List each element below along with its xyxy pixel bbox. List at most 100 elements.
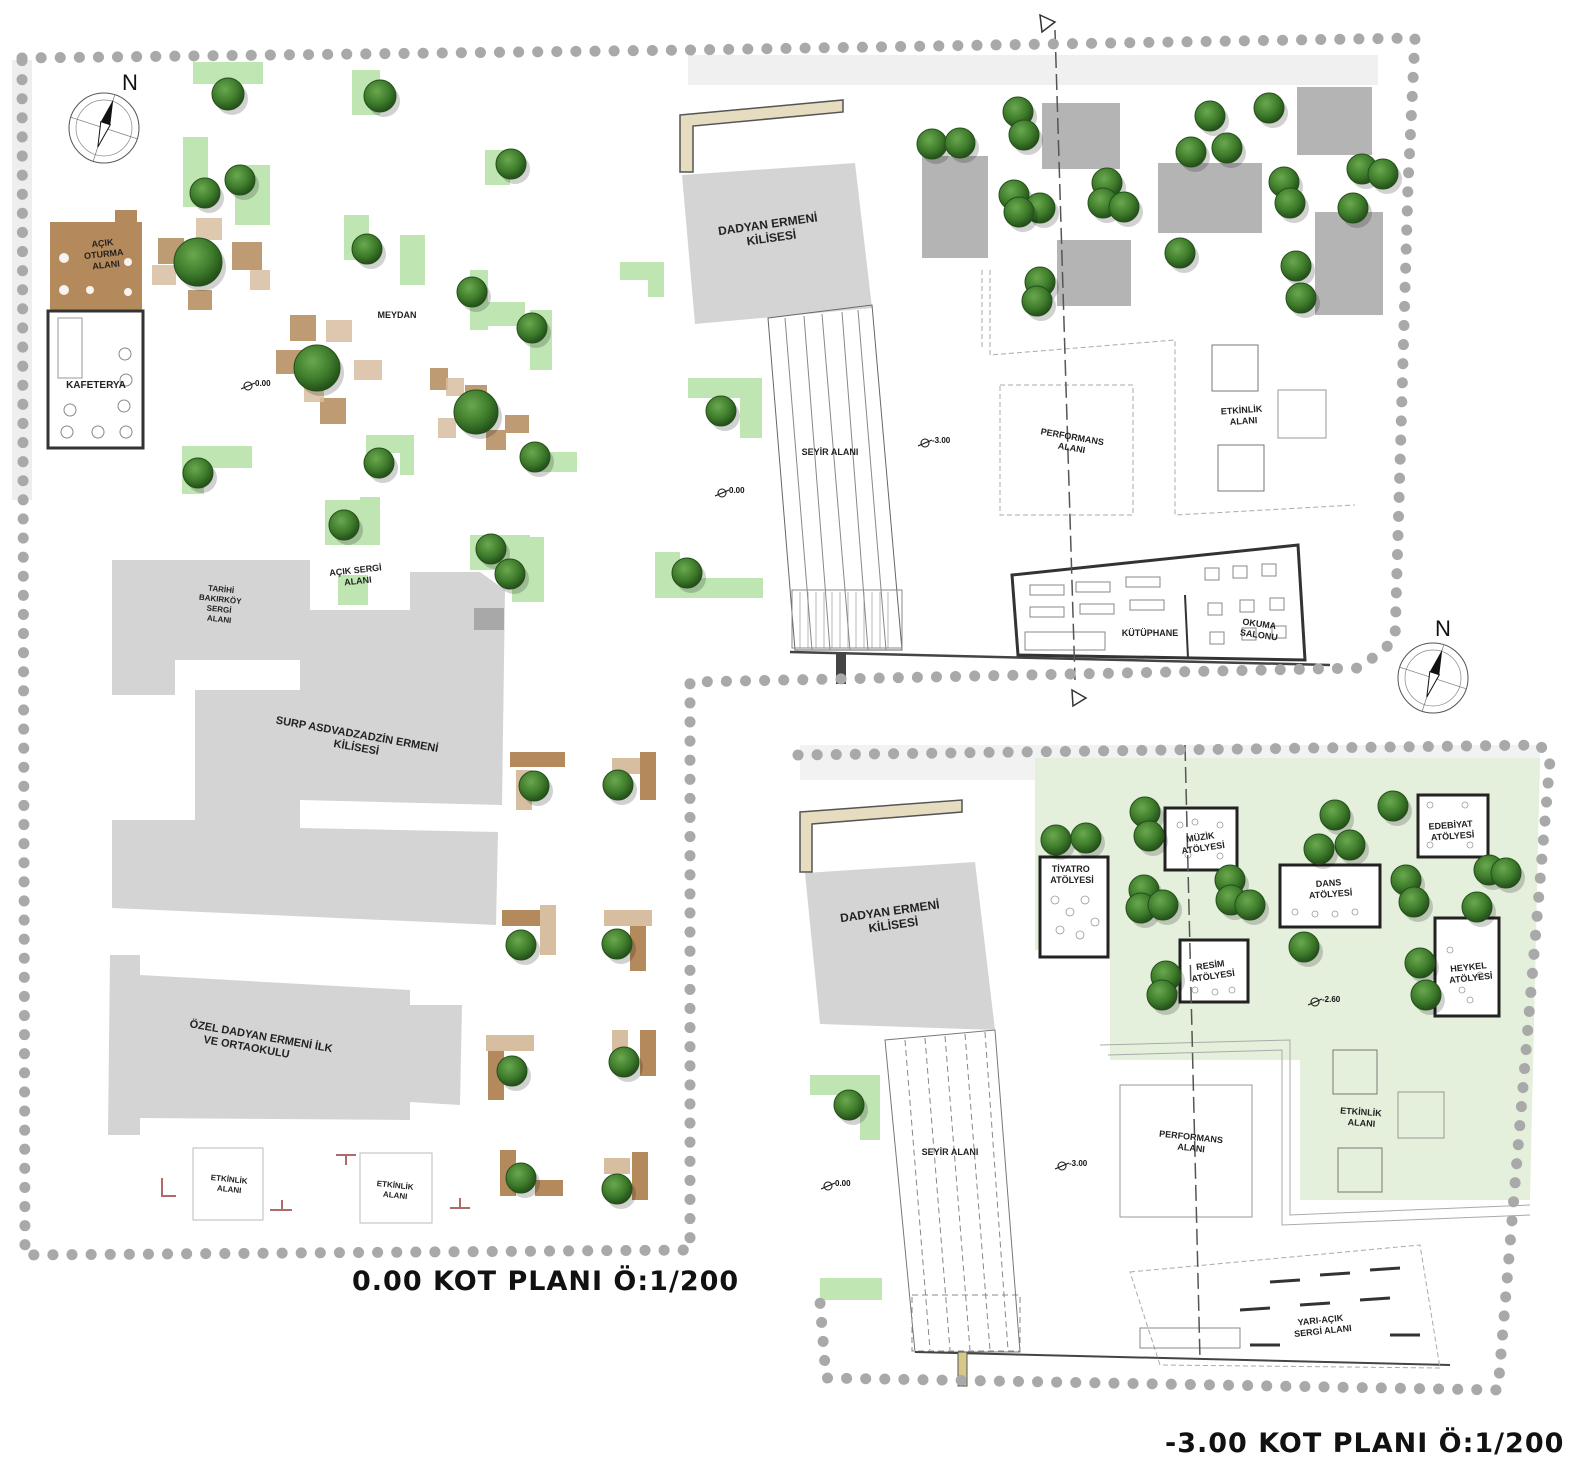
label-event-lower-2: ALANI bbox=[1347, 1117, 1375, 1129]
label-event-right-2: ALANI bbox=[1229, 415, 1257, 427]
label-theatre-1: TİYATRO bbox=[1052, 864, 1090, 874]
label-square: MEYDAN bbox=[377, 310, 416, 320]
tree-canopy bbox=[1211, 132, 1243, 164]
tree-canopy bbox=[519, 441, 551, 473]
school-building bbox=[108, 955, 462, 1135]
label-event-right-1: ETKİNLİK bbox=[1220, 404, 1263, 417]
tree-canopy bbox=[1319, 799, 1351, 831]
svg-text:EDEBİYAT ATÖLYESİ: EDEBİYAT ATÖLYESİ bbox=[1428, 818, 1476, 842]
section-lines bbox=[1054, 29, 1201, 1361]
tree-canopy bbox=[833, 1089, 865, 1121]
label-viewing-upper: SEYİR ALANI bbox=[802, 447, 859, 457]
label-history-4: ALANI bbox=[206, 614, 231, 626]
label-painting-1: RESİM bbox=[1196, 958, 1226, 972]
label-performance-upper-2: ALANI bbox=[1057, 441, 1086, 456]
tree-canopy bbox=[189, 177, 221, 209]
section-markers bbox=[1039, 13, 1088, 708]
svg-text:AÇIK OTURMA ALANI: AÇIK OTURMA ALANI bbox=[82, 236, 127, 272]
tree-canopy bbox=[505, 1162, 537, 1194]
tree-canopy bbox=[1021, 285, 1053, 317]
label-cafe-seating-2: OTURMA bbox=[84, 247, 125, 261]
lower-workshops bbox=[1038, 793, 1501, 1018]
label-cafeteria: KAFETERYA bbox=[66, 380, 126, 391]
library-block bbox=[1010, 543, 1307, 662]
tree-canopy bbox=[1280, 250, 1312, 282]
tree-canopy bbox=[182, 457, 214, 489]
tree-canopy bbox=[516, 312, 548, 344]
label-history-3: SERGİ bbox=[206, 604, 232, 616]
lower-labels: DADYAN ERMENİ KİLİSESİ TİYATRO ATÖLYESİ … bbox=[839, 818, 1493, 1339]
upper-buildings bbox=[108, 87, 1383, 1135]
grass-patches bbox=[182, 62, 882, 1300]
tree-canopy bbox=[1003, 196, 1035, 228]
tree-canopy bbox=[1234, 889, 1266, 921]
boundary-dots bbox=[16, 32, 1556, 1396]
label-dance-2: ATÖLYESİ bbox=[1309, 887, 1353, 900]
tree-canopy bbox=[601, 928, 633, 960]
tree-canopy bbox=[1008, 119, 1040, 151]
svg-text:ETKİNLİK ALANI: ETKİNLİK ALANI bbox=[375, 1179, 416, 1202]
upper-wood bbox=[46, 210, 656, 1200]
lower-plan-title: -3.00 KOT PLANI Ö:1/200 bbox=[1165, 1426, 1564, 1459]
label-performance-lower-2: ALANI bbox=[1177, 1142, 1205, 1155]
label-event-b-1: ETKİNLİK bbox=[376, 1179, 414, 1192]
upper-plan-title: 0.00 KOT PLANI Ö:1/200 bbox=[352, 1264, 739, 1297]
svg-text:HEYKEL ATÖLYESİ: HEYKEL ATÖLYESİ bbox=[1448, 960, 1493, 985]
label-viewing-lower: SEYİR ALANI bbox=[922, 1147, 979, 1157]
north-arrow-upper: N bbox=[68, 70, 140, 164]
tree-canopy bbox=[1253, 92, 1285, 124]
trees-layer bbox=[173, 77, 1525, 1209]
label-open-exhibit-2: ALANI bbox=[344, 575, 372, 588]
tree-canopy bbox=[173, 237, 223, 287]
tree-canopy bbox=[1147, 889, 1179, 921]
dadyan-church-upper bbox=[682, 163, 872, 324]
svg-text:AÇIK SERGİ ALANI: AÇIK SERGİ ALANI bbox=[329, 562, 386, 589]
tree-canopy bbox=[518, 770, 550, 802]
tree-canopy bbox=[456, 276, 488, 308]
label-cafe-seating-3: ALANI bbox=[92, 258, 120, 271]
svg-text:YARI-AÇIK SERGİ ALANI: YARI-AÇIK SERGİ ALANI bbox=[1292, 1312, 1352, 1339]
label-theatre-2: ATÖLYESİ bbox=[1050, 875, 1094, 885]
north-arrow-lower: N bbox=[1397, 616, 1469, 714]
tree-canopy bbox=[1164, 237, 1196, 269]
level-lower-a: -2.60 bbox=[1322, 995, 1341, 1004]
label-cafe-seating-1: AÇIK bbox=[91, 237, 114, 249]
svg-text:DANS ATÖLYESİ: DANS ATÖLYESİ bbox=[1308, 877, 1353, 901]
svg-text:ETKİNLİK ALANI: ETKİNLİK ALANI bbox=[209, 1173, 250, 1196]
tree-canopy bbox=[494, 558, 526, 590]
label-event-lower-1: ETKİNLİK bbox=[1340, 1105, 1383, 1118]
north-label-upper: N bbox=[122, 70, 138, 95]
tree-canopy bbox=[1377, 790, 1409, 822]
tree-canopy bbox=[1285, 282, 1317, 314]
tree-canopy bbox=[495, 148, 527, 180]
tree-canopy bbox=[705, 395, 737, 427]
tree-canopy bbox=[1274, 187, 1306, 219]
tree-canopy bbox=[505, 929, 537, 961]
tree-canopy bbox=[1288, 931, 1320, 963]
upper-event-boxes bbox=[192, 1147, 433, 1224]
tree-canopy bbox=[328, 509, 360, 541]
level-lower-b: -3.00 bbox=[1069, 1159, 1088, 1168]
tree-canopy bbox=[293, 344, 341, 392]
structure-lines bbox=[679, 99, 1451, 1387]
tree-canopy bbox=[916, 128, 948, 160]
tree-canopy bbox=[601, 1173, 633, 1205]
exhibit-bars bbox=[1239, 1266, 1420, 1347]
tree-canopy bbox=[224, 164, 256, 196]
label-event-a-1: ETKİNLİK bbox=[210, 1173, 248, 1186]
tree-canopy bbox=[1398, 886, 1430, 918]
label-music-1: MÜZİK bbox=[1186, 830, 1216, 844]
tree-canopy bbox=[1040, 824, 1072, 856]
tree-canopy bbox=[1461, 891, 1493, 923]
label-reading-1: OKUMA bbox=[1242, 617, 1278, 632]
tree-canopy bbox=[1490, 857, 1522, 889]
tree-canopy bbox=[1108, 191, 1140, 223]
level-upper-a: 0.00 bbox=[255, 379, 271, 388]
label-literature-2: ATÖLYESİ bbox=[1431, 829, 1475, 842]
level-lower-c: 0.00 bbox=[835, 1179, 851, 1188]
tree-canopy bbox=[211, 77, 245, 111]
tree-canopy bbox=[496, 1055, 528, 1087]
tree-canopy bbox=[363, 79, 397, 113]
tree-canopy bbox=[1410, 979, 1442, 1011]
